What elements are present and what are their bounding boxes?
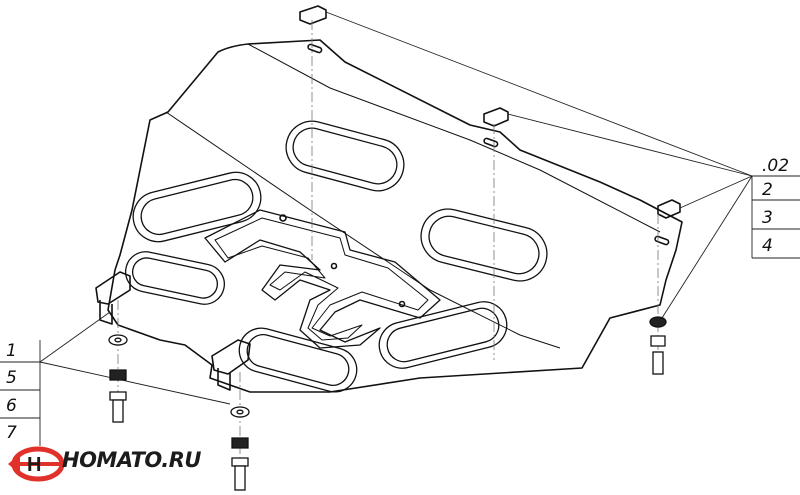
bolt-shank	[234, 465, 246, 491]
callout-label-5: 5	[6, 368, 17, 388]
left-bracket-front	[95, 271, 131, 325]
nut	[231, 437, 249, 449]
bolt-shank	[652, 351, 664, 375]
rear-ridge	[247, 43, 661, 233]
washer	[649, 316, 667, 328]
hole	[279, 214, 287, 222]
hole	[330, 262, 338, 270]
logo-emblem: H	[8, 446, 65, 482]
callout-label-1: 1	[6, 341, 17, 361]
callout-label-02: .02	[762, 156, 790, 176]
bolt-head	[231, 457, 249, 467]
callout-label-3: 3	[762, 208, 773, 228]
center-stamping	[204, 209, 441, 349]
logo-text: HOMATO.RU	[62, 448, 201, 472]
left-bracket-rear	[211, 339, 251, 391]
top-clip-2	[483, 107, 509, 127]
svg-text:H: H	[27, 454, 41, 476]
top-clip-1	[299, 5, 327, 25]
nut	[650, 335, 666, 347]
bolt-head	[109, 391, 127, 401]
nut	[109, 369, 127, 381]
hole	[398, 300, 406, 308]
callout-label-7: 7	[6, 423, 17, 443]
callout-label-4: 4	[762, 236, 773, 256]
plate-outline	[107, 39, 683, 393]
bend-line	[165, 111, 561, 349]
slot-group	[125, 120, 548, 393]
callout-label-6: 6	[6, 396, 17, 416]
callout-label-2: 2	[762, 180, 773, 200]
bolt-shank	[112, 399, 124, 423]
